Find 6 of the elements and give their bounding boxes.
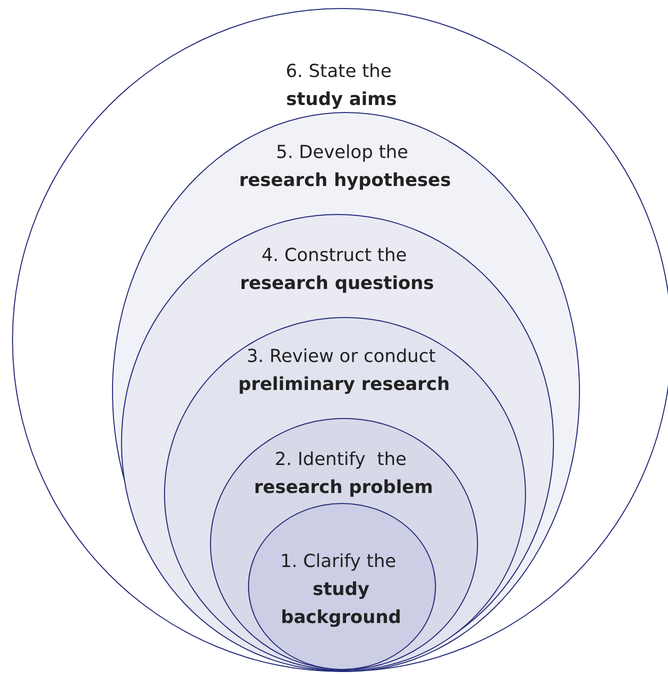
step-label: 4. Construct the research questions	[238, 244, 436, 296]
step-label: 6. State the study aims	[284, 60, 398, 112]
step-label: 1. Clarify the study background	[279, 550, 402, 630]
step-label: 3. Review or conduct preliminary research	[237, 345, 451, 397]
step-label: 5. Develop the research hypotheses	[238, 141, 452, 193]
step-label: 2. Identify the research problem	[253, 448, 434, 500]
